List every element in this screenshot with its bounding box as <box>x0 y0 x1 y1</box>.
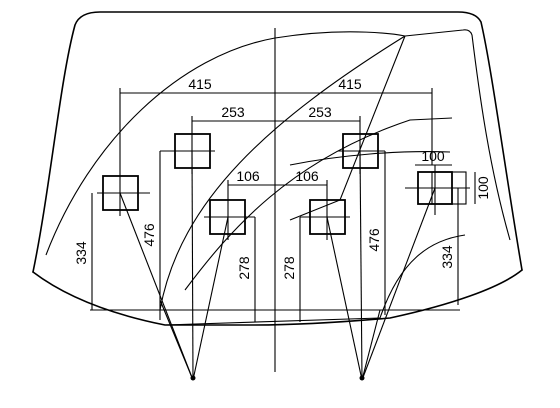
label-outer-height-right: 334 <box>439 245 455 269</box>
windshield-outline <box>32 11 523 326</box>
label-outer-height-left: 334 <box>73 241 89 265</box>
label-upper-span-left: 415 <box>188 76 212 92</box>
eye-point-left <box>190 375 196 381</box>
label-mid-span-right: 253 <box>308 104 332 120</box>
windshield-curves <box>45 29 511 319</box>
label-target-height: 100 <box>475 176 491 200</box>
dimension-labels: 415 415 253 253 106 106 100 100 334 476 … <box>73 76 491 280</box>
label-inner-span-right: 106 <box>295 168 319 184</box>
label-inner-span-left: 106 <box>236 168 260 184</box>
eye-point-right <box>359 375 365 381</box>
label-inner-height-left: 278 <box>236 256 252 280</box>
label-mid-span-left: 253 <box>221 104 245 120</box>
label-upper-span-right: 415 <box>338 76 362 92</box>
measurement-targets <box>97 128 470 240</box>
vertical-dimensions <box>91 151 459 322</box>
label-mid-height-left: 476 <box>141 223 157 247</box>
label-inner-height-right: 278 <box>281 256 297 280</box>
baseline-dimension <box>90 309 460 326</box>
sight-lines <box>119 150 436 381</box>
label-target-width: 100 <box>421 148 445 164</box>
horizontal-dimensions <box>119 88 476 204</box>
label-mid-height-right: 476 <box>366 228 382 252</box>
